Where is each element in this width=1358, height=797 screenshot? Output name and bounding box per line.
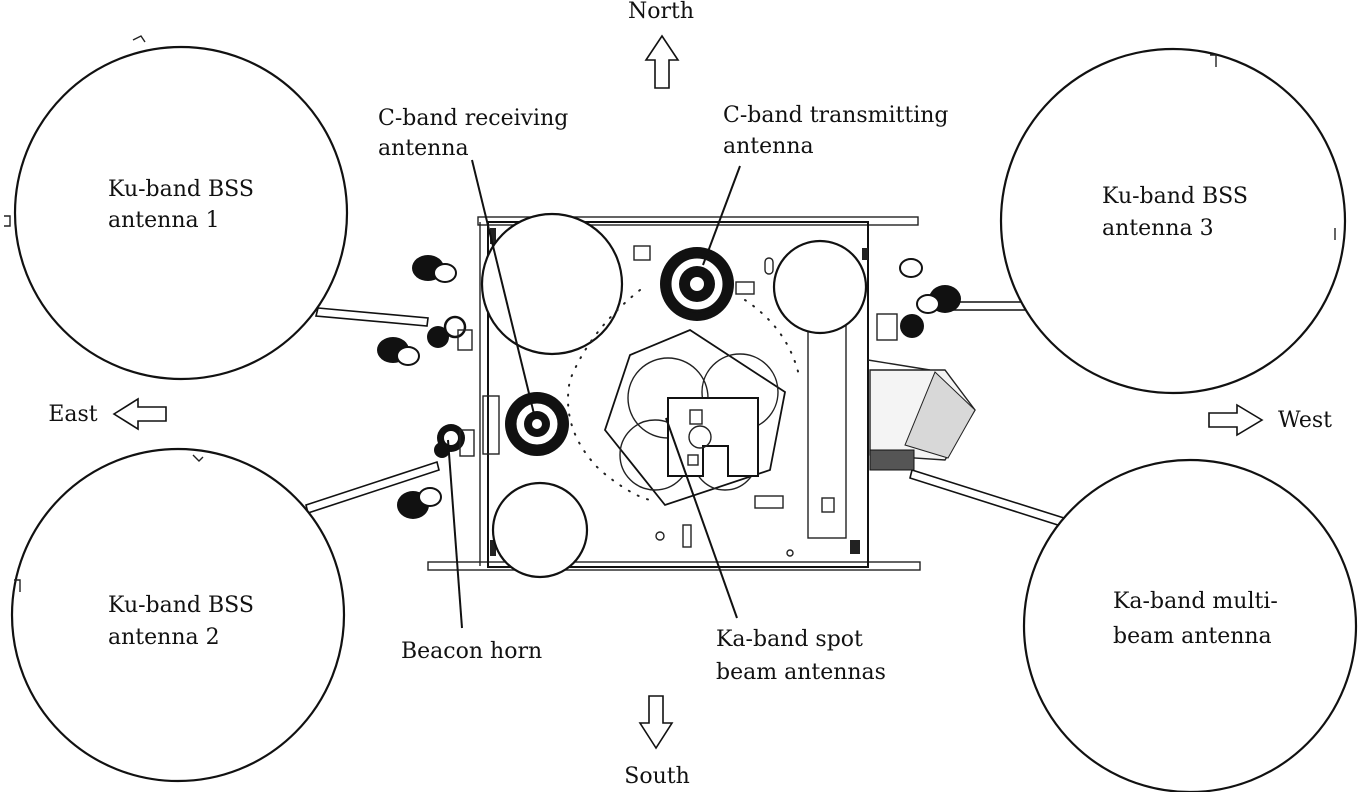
feed-horn-west-3 <box>899 258 923 278</box>
leader-line-c-tx <box>702 165 741 266</box>
deck-reflector-ne <box>772 239 868 335</box>
boom-ka-multi <box>909 468 1066 527</box>
ka-multi-label-line2: beam antenna <box>1113 624 1272 649</box>
east-arrow-icon <box>112 397 167 431</box>
leader-line-beacon <box>447 439 463 629</box>
ku-bss-3-label-line2: antenna 3 <box>1102 216 1214 241</box>
ku-band-bss-antenna-3 <box>999 47 1347 395</box>
ku-bss-2-label-line2: antenna 2 <box>108 625 220 650</box>
c-band-transmitting-label-line1: C-band transmitting <box>723 103 949 128</box>
feed-horn-west-2 <box>876 313 924 341</box>
ku-bss-2-label-line1: Ku-band BSS <box>108 593 254 618</box>
c-band-receiving-label-line2: antenna <box>378 136 469 161</box>
feed-horn-east-2 <box>377 337 420 366</box>
leader-line-c-rx <box>471 159 536 419</box>
dotted-deployment-path <box>567 289 801 501</box>
south-label: South <box>624 764 690 789</box>
north-arrow-icon <box>644 34 680 89</box>
feed-horn-east-4 <box>427 315 473 351</box>
spacecraft-body <box>427 216 931 571</box>
ku-bss-3-label-line1: Ku-band BSS <box>1102 184 1248 209</box>
c-band-transmitting-label-line2: antenna <box>723 134 814 159</box>
feed-horn-east-1 <box>412 255 457 283</box>
c-band-receiving-label-line1: C-band receiving <box>378 106 568 131</box>
west-arrow-icon <box>1208 403 1264 437</box>
feed-horn-west-1 <box>916 285 961 314</box>
beacon-horn <box>434 424 475 458</box>
ka-spot-label-line1: Ka-band spot <box>716 627 863 652</box>
deck-reflector-sw <box>491 481 589 579</box>
ka-band-spot-beam-cluster <box>603 328 786 507</box>
deck-reflector-nw <box>480 212 624 356</box>
south-arrow-icon <box>638 695 674 750</box>
ku-band-bss-antenna-1 <box>4 35 349 381</box>
ka-multi-label-line1: Ka-band multi- <box>1113 589 1278 614</box>
boom-ku-bss-1 <box>314 307 429 327</box>
beacon-horn-label: Beacon horn <box>401 639 542 664</box>
c-band-receiving-feed <box>505 392 569 456</box>
ka-spot-label-line2: beam antennas <box>716 660 886 685</box>
east-label: East <box>48 402 97 427</box>
north-label: North <box>628 0 694 24</box>
ku-band-bss-antenna-2 <box>10 447 346 783</box>
feed-horn-east-3 <box>397 487 442 519</box>
ku-bss-1-label-line1: Ku-band BSS <box>108 177 254 202</box>
west-label: West <box>1278 408 1332 433</box>
c-band-transmitting-feed <box>660 247 755 321</box>
leader-line-ka-spot <box>665 417 738 619</box>
ku-bss-1-label-line2: antenna 1 <box>108 208 220 233</box>
